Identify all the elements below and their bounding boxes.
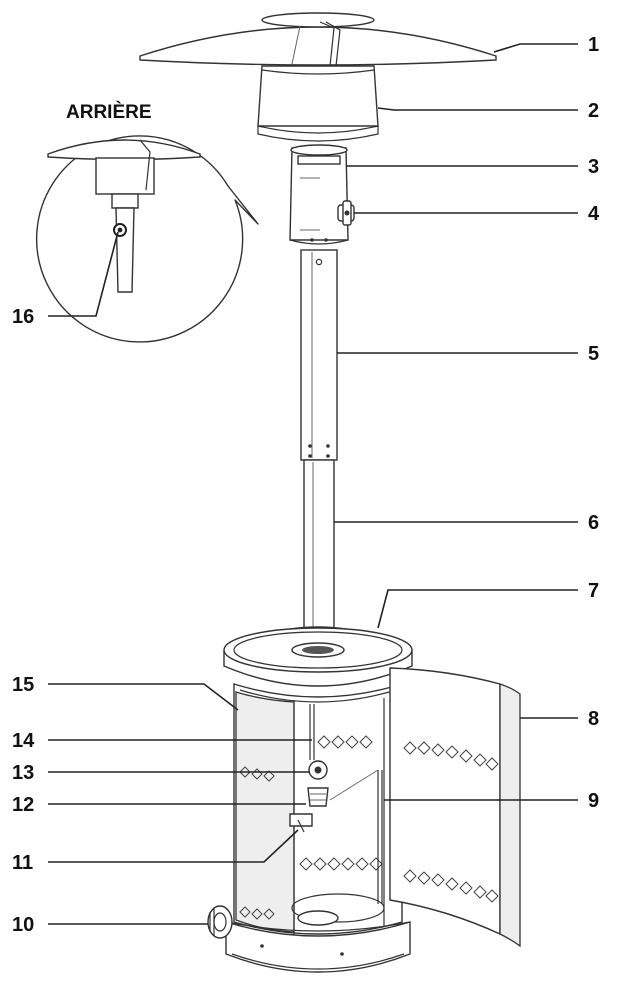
retaining-rod [329, 769, 383, 904]
label-11: 11 [12, 852, 33, 874]
label-15: 15 [12, 674, 34, 696]
label-2: 2 [588, 100, 599, 122]
control-housing [289, 144, 349, 245]
label-8: 8 [588, 708, 599, 730]
label-16: 16 [12, 306, 34, 328]
label-5: 5 [588, 343, 599, 365]
label-6: 6 [588, 512, 599, 534]
table-top [223, 626, 413, 687]
part-numbers: 1 2 3 4 5 6 7 8 9 10 11 12 13 14 15 16 [12, 34, 600, 936]
rear-view-title: ARRIÈRE [66, 101, 152, 123]
label-3: 3 [588, 156, 599, 178]
access-door-open [389, 667, 521, 948]
reflector-hood [139, 12, 497, 67]
label-4: 4 [588, 203, 600, 225]
emitter-screen [257, 65, 379, 142]
lower-pole [303, 459, 335, 651]
label-7: 7 [588, 580, 599, 602]
wheel [207, 905, 233, 939]
regulator-assembly [289, 704, 329, 833]
label-12: 12 [12, 794, 34, 816]
control-knob [337, 200, 355, 226]
label-14: 14 [12, 730, 35, 752]
base [225, 921, 411, 973]
upper-pole [300, 249, 338, 461]
perforation-pattern [239, 735, 383, 920]
leader-lines [48, 43, 578, 925]
cylinder-body [233, 683, 403, 935]
label-9: 9 [588, 790, 599, 812]
label-1: 1 [588, 34, 599, 56]
label-10: 10 [12, 914, 34, 936]
rear-view-callout [35, 135, 259, 343]
label-13: 13 [12, 762, 34, 784]
